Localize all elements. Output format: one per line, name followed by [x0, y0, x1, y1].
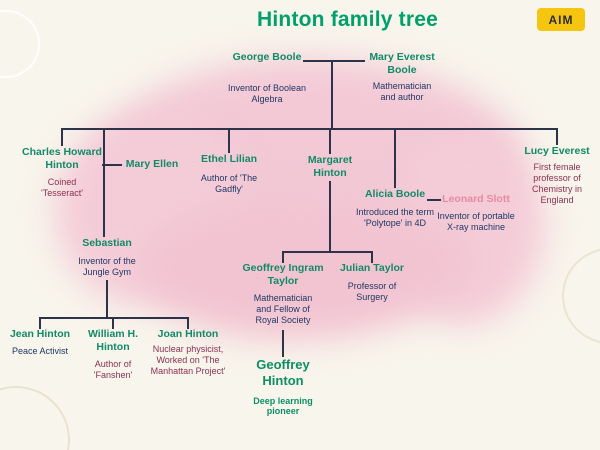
connector-line [556, 128, 558, 145]
watercolor-blob [140, 195, 470, 340]
person-subtitle: Nuclear physicist, Worked on 'The Manhat… [150, 344, 226, 377]
person-julian-taylor: Julian Taylor Professor of Surgery [330, 262, 414, 303]
connector-line [106, 280, 108, 318]
person-william-h-hinton: William H. Hinton Author of 'Fanshen' [81, 328, 145, 381]
person-mary-everest-boole: Mary Everest Boole Mathematician and aut… [360, 51, 444, 103]
connector-line [329, 128, 331, 154]
connector-line [329, 181, 331, 252]
aim-logo: AIM [537, 8, 585, 31]
person-name: Joan Hinton [157, 328, 219, 340]
person-lucy-everest: Lucy Everest First female professor of C… [524, 145, 590, 206]
connector-line [103, 128, 105, 237]
person-subtitle: Author of 'Fanshen' [93, 359, 133, 381]
person-jean-hinton: Jean Hinton Peace Activist [0, 328, 80, 357]
person-name: Charles Howard Hinton [22, 146, 102, 172]
person-name: Margaret Hinton [307, 154, 353, 180]
person-name: Alicia Boole [364, 188, 426, 200]
person-alicia-boole: Alicia Boole Introduced the term 'Polyto… [345, 188, 445, 229]
person-name: Mary Everest Boole [369, 51, 435, 77]
decorative-circle [562, 248, 600, 344]
person-subtitle: Inventor of portable X-ray machine [437, 211, 515, 233]
connector-line [187, 317, 189, 329]
person-name: Jean Hinton [9, 328, 71, 340]
person-name: Geoffrey Ingram Taylor [242, 262, 324, 288]
connector-line [394, 128, 396, 188]
connector-line [282, 330, 284, 357]
person-subtitle: Introduced the term 'Polytope' in 4D [355, 207, 435, 229]
connector-line [228, 128, 230, 153]
person-leonard-slott: Leonard Slott Inventor of portable X-ray… [434, 193, 518, 233]
person-subtitle: Deep learning pioneer [253, 395, 313, 417]
connector-line [427, 199, 441, 201]
person-subtitle: Coined 'Tesseract' [41, 177, 83, 199]
person-name: Ethel Lilian [200, 153, 257, 165]
person-geoffrey-hinton: Geoffrey Hinton Deep learning pioneer [245, 357, 321, 417]
person-subtitle: Professor of Surgery [347, 281, 397, 303]
person-name: Mary Ellen [125, 158, 179, 170]
person-subtitle: Author of 'The Gadfly' [200, 173, 258, 195]
person-name: Lucy Everest [524, 145, 590, 157]
connector-line [282, 251, 284, 263]
connector-line [61, 128, 63, 146]
person-subtitle: Mathematician and Fellow of Royal Societ… [253, 293, 313, 326]
person-name: Sebastian [82, 237, 132, 249]
decorative-circle [0, 10, 40, 78]
person-subtitle: Mathematician and author [372, 81, 432, 103]
page-title: Hinton family tree [257, 8, 438, 31]
person-subtitle: First female professor of Chemistry in E… [531, 162, 582, 206]
connector-line [303, 60, 365, 62]
person-name: George Boole [232, 51, 302, 63]
connector-line [282, 251, 373, 253]
person-subtitle: Peace Activist [11, 346, 69, 357]
connector-line [61, 128, 558, 130]
connector-line [371, 251, 373, 263]
person-subtitle: Inventor of the Jungle Gym [78, 256, 136, 278]
decorative-circle [0, 386, 70, 450]
person-charles-howard-hinton: Charles Howard Hinton Coined 'Tesseract' [20, 146, 104, 199]
person-name: Julian Taylor [340, 262, 404, 274]
person-joan-hinton: Joan Hinton Nuclear physicist, Worked on… [145, 328, 231, 377]
connector-line [39, 317, 41, 329]
person-ethel-lilian: Ethel Lilian Author of 'The Gadfly' [186, 153, 272, 195]
person-sebastian: Sebastian Inventor of the Jungle Gym [65, 237, 149, 278]
person-margaret-hinton: Margaret Hinton [301, 154, 359, 180]
person-george-boole: George Boole Inventor of Boolean Algebra [219, 51, 315, 105]
person-name: Leonard Slott [442, 193, 510, 205]
connector-line [331, 60, 333, 128]
person-geoffrey-ingram-taylor: Geoffrey Ingram Taylor Mathematician and… [235, 262, 331, 326]
person-name: William H. Hinton [87, 328, 139, 354]
connector-line [102, 164, 122, 166]
person-name: Geoffrey Hinton [256, 357, 310, 389]
person-mary-ellen: Mary Ellen [117, 158, 187, 171]
person-subtitle: Inventor of Boolean Algebra [227, 83, 307, 105]
connector-line [112, 317, 114, 329]
